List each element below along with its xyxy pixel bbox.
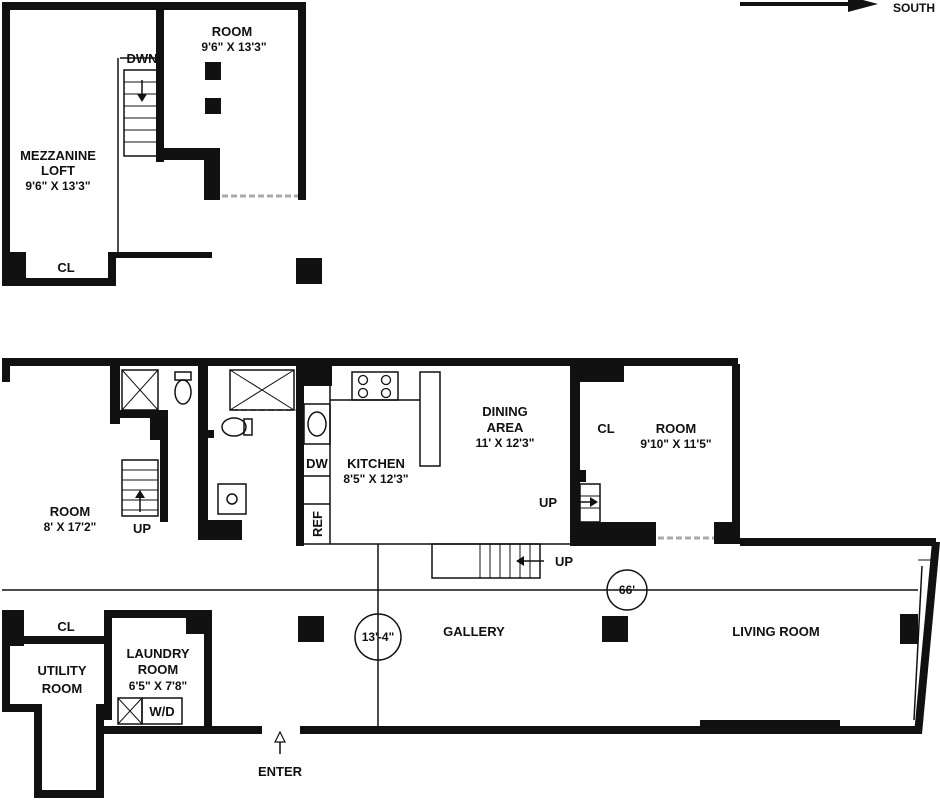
gallery-label: GALLERY <box>443 624 505 639</box>
lower-closet: CL <box>57 619 74 634</box>
enter-label: ENTER <box>258 764 303 779</box>
dining-dims: 11' X 12'3" <box>476 436 535 450</box>
compass-label: SOUTH <box>893 1 935 15</box>
laundry-name-2: ROOM <box>138 662 178 677</box>
living-room-label: LIVING ROOM <box>732 624 819 639</box>
loft-name-2: LOFT <box>41 163 75 178</box>
right-room-dims: 9'10" X 11'5" <box>640 437 711 451</box>
washer-dryer <box>117 697 183 725</box>
left-room-name: ROOM <box>50 504 90 519</box>
right-closet: CL <box>597 421 614 436</box>
dining-name-2: AREA <box>487 420 524 435</box>
length-dim: 66' <box>619 583 635 597</box>
stair-right <box>576 483 601 523</box>
dw-label: DW <box>306 456 328 471</box>
width-dim-circle <box>354 613 402 661</box>
kitchen-fixtures <box>303 366 441 544</box>
laundry-dims: 6'5" X 7'8" <box>129 679 187 693</box>
compass-arrow <box>740 0 878 12</box>
enter-arrow-icon <box>274 730 286 754</box>
mezz-room-dims: 9'6" X 13'3" <box>201 40 266 54</box>
loft-dims: 9'6" X 13'3" <box>25 179 90 193</box>
ref-label: REF <box>310 511 325 537</box>
left-room-dims: 8' X 17'2" <box>44 520 97 534</box>
stair-up-dining: UP <box>539 495 557 510</box>
right-room-name: ROOM <box>656 421 696 436</box>
mezzanine-walls <box>2 2 322 286</box>
mezz-closet: CL <box>57 260 74 275</box>
bath-fixtures <box>121 369 295 515</box>
main-walls <box>2 358 940 798</box>
utility-name-1: UTILITY <box>37 663 86 678</box>
loft-name-1: MEZZANINE <box>20 148 96 163</box>
mezz-room-name: ROOM <box>212 24 252 39</box>
stair-up-left: UP <box>133 521 151 536</box>
kitchen-dims: 8'5" X 12'3" <box>343 472 408 486</box>
wd-label: W/D <box>149 704 174 719</box>
stair-gallery <box>431 543 544 579</box>
mezz-stair-label: DWN <box>126 51 157 66</box>
mezzanine-stair <box>123 69 159 157</box>
dining-name-1: DINING <box>482 404 528 419</box>
laundry-name-1: LAUNDRY <box>126 646 189 661</box>
utility-name-2: ROOM <box>42 681 82 696</box>
width-dim: 13'-4" <box>362 630 395 644</box>
length-dim-circle <box>606 569 648 611</box>
stair-up-gallery: UP <box>555 554 573 569</box>
stair-left <box>121 459 159 517</box>
kitchen-name: KITCHEN <box>347 456 405 471</box>
